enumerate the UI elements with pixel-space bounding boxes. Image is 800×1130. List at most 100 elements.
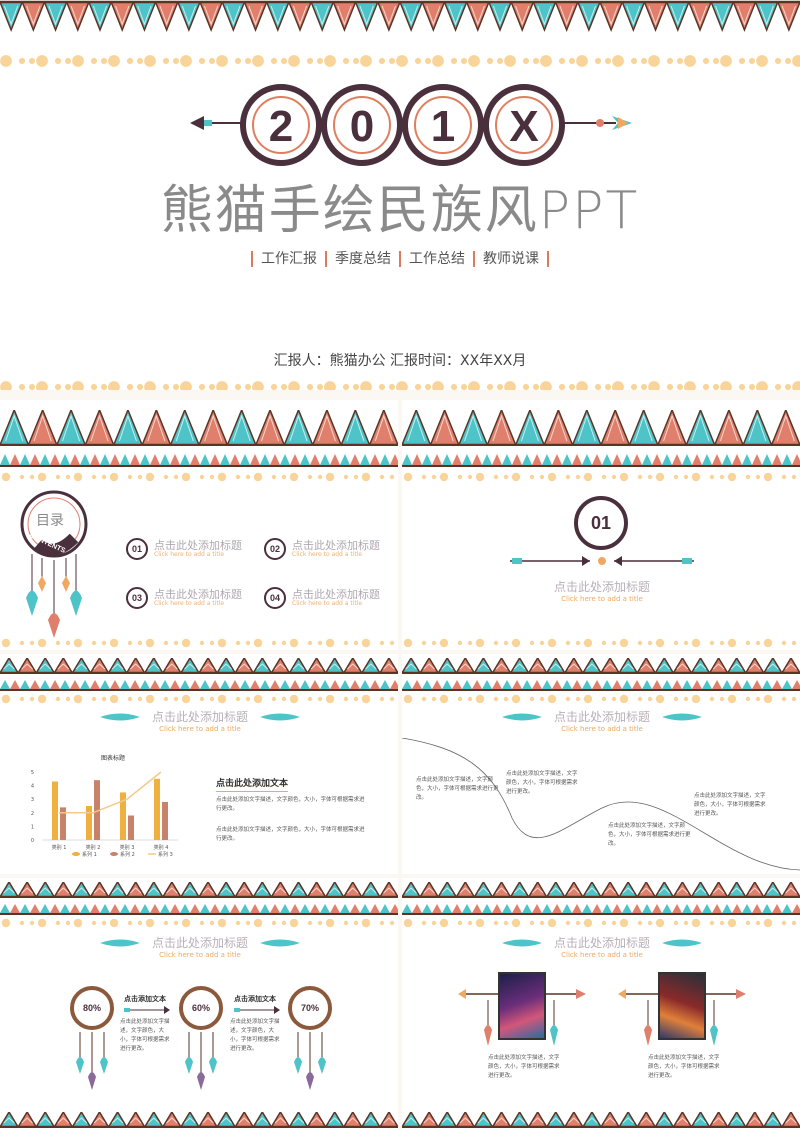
chart-title: 图表标题 xyxy=(101,754,125,762)
x-tick-label: 类别 1 xyxy=(52,844,67,851)
y-tick-label: 5 xyxy=(31,770,34,776)
reporter-info: 汇报人：熊猫办公 汇报时间：XX年XX月 xyxy=(273,353,527,369)
bunting xyxy=(0,1112,398,1128)
arrows-icon xyxy=(510,556,694,566)
legend-swatch xyxy=(72,852,80,856)
legend-label: 系列 1 xyxy=(82,851,97,858)
feather-icon xyxy=(502,713,702,721)
slide-title-block: 点击此处添加标题 Click here to add a title xyxy=(0,708,398,733)
x-tick-label: 类别 2 xyxy=(86,844,101,851)
dot-border xyxy=(403,694,797,704)
percent-circle: 60% xyxy=(179,986,223,1030)
x-tick-label: 类别 3 xyxy=(120,844,135,851)
right-arrow xyxy=(556,116,632,130)
y-tick-label: 2 xyxy=(31,811,34,817)
top-bunting xyxy=(0,0,800,33)
legend-label: 系列 2 xyxy=(120,851,135,858)
bar xyxy=(154,778,160,840)
legend-label: 系列 3 xyxy=(158,851,173,858)
section-subtitle: Click here to add a title xyxy=(561,595,643,603)
feathers-icon xyxy=(76,1032,326,1090)
bar xyxy=(128,815,134,840)
section-number: 01 xyxy=(590,512,612,533)
feathers-icon xyxy=(484,1000,558,1046)
percent-slide[interactable]: 点击此处添加标题 Click here to add a title 80% 6… xyxy=(0,878,398,1130)
tag-list: 工作汇报季度总结工作总结教师说课 xyxy=(0,248,800,268)
text-heading: 点击添加文本 xyxy=(234,995,276,1003)
dot-border xyxy=(1,638,395,648)
feathers-icon xyxy=(644,1000,718,1046)
dot-border xyxy=(402,904,800,915)
text-heading: 点击添加文本 xyxy=(124,995,166,1003)
bar xyxy=(94,780,100,840)
dot-border xyxy=(403,472,797,482)
toc-title: 点击此处添加标题 xyxy=(154,538,242,552)
dot-border xyxy=(1,694,395,704)
toc-number: 04 xyxy=(264,587,286,609)
y-tick-label: 0 xyxy=(31,838,34,844)
paragraph: 点击此处添加文字描述，文字颜色，大小，字体可根据需求进行更改。 xyxy=(230,1019,280,1052)
section-number-circle: 01 xyxy=(574,496,628,550)
arrow-icon xyxy=(124,1006,170,1014)
toc-number: 01 xyxy=(126,538,148,560)
x-tick-label: 类别 4 xyxy=(154,844,169,851)
tag: 工作总结 xyxy=(409,251,465,267)
dot-border xyxy=(1,918,395,928)
percent-circle: 80% xyxy=(70,986,114,1030)
slide-title: 点击此处添加标题 xyxy=(151,936,248,950)
dot-border xyxy=(0,904,398,915)
bar xyxy=(52,781,58,840)
text-heading: 点击此处添加文本 xyxy=(216,776,289,792)
caption: 点击此处添加文字描述，文字颜色，大小，字体可根据需求进行更改。 xyxy=(488,1055,560,1079)
cover-title: 熊猫手绘民族风PPT xyxy=(160,181,640,241)
tag: 工作汇报 xyxy=(261,251,317,267)
toc-title: 点击此处添加标题 xyxy=(292,538,380,552)
slide-subtitle: Click here to add a title xyxy=(561,951,643,959)
toc-subtitle: Click here to add a title xyxy=(154,599,225,607)
year-circle-3: 1 xyxy=(402,84,484,166)
section-slide[interactable]: 01 点击此处添加标题 Click here to add a title xyxy=(402,400,800,650)
dot-border xyxy=(0,381,800,390)
slide-title-block: 点击此处添加标题 Click here to add a title xyxy=(402,708,800,733)
bunting xyxy=(402,410,800,446)
year-circle-2: 0 xyxy=(321,84,403,166)
toc-title: 点击此处添加标题 xyxy=(292,587,380,601)
bunting xyxy=(402,882,800,898)
portrait-image xyxy=(658,972,706,1040)
toc-title: 点击此处添加标题 xyxy=(154,587,242,601)
feather-icon xyxy=(100,713,300,721)
bunting xyxy=(0,882,398,898)
tag: 季度总结 xyxy=(335,251,391,267)
paragraph: 点击此处添加文字描述，文字颜色，大小，字体可根据需求进行更改。 xyxy=(120,1019,170,1052)
toc-number: 03 xyxy=(126,587,148,609)
contents-label: 目录 xyxy=(36,513,64,529)
cover-slide[interactable]: 2 0 1 X 熊猫手绘民族风PPT 工作汇报季度总结工作总结教师说课 汇报人：… xyxy=(0,0,800,390)
bar xyxy=(162,801,168,840)
dot-border xyxy=(1,472,395,482)
slide-subtitle: Click here to add a title xyxy=(159,951,241,959)
toc-subtitle: Click here to add a title xyxy=(154,550,225,558)
arrow-icon xyxy=(234,1006,280,1014)
slide-title-block: 点击此处添加标题 Click here to add a title xyxy=(402,934,800,959)
feather-icon xyxy=(100,939,300,947)
image-slide[interactable]: 点击此处添加标题 Click here to add a title 点击此处添… xyxy=(402,878,800,1130)
caption: 点击此处添加文字描述，文字颜色，大小，字体可根据需求进行更改。 xyxy=(648,1055,720,1079)
series-line xyxy=(59,771,162,814)
feather-icon xyxy=(502,939,702,947)
y-tick-label: 3 xyxy=(31,797,34,803)
bunting xyxy=(402,658,800,674)
dot-border xyxy=(0,680,398,691)
curve-slide[interactable]: 点击此处添加标题 Click here to add a title 点击此处添… xyxy=(402,654,800,874)
paragraph: 点击此处添加文字描述，文字颜色，大小，字体可根据需求进行更改。 xyxy=(216,827,365,842)
text-block: 点击此处添加文字描述，文字颜色，大小，字体可根据需求进行更改。 xyxy=(694,793,766,817)
bar xyxy=(60,807,66,840)
year-circle-1: 2 xyxy=(240,84,322,166)
chart-slide[interactable]: 点击此处添加标题 Click here to add a title 图表标题 0… xyxy=(0,654,398,874)
paragraph: 点击此处添加文字描述，文字颜色，大小，字体可根据需求进行更改。 xyxy=(216,797,365,812)
